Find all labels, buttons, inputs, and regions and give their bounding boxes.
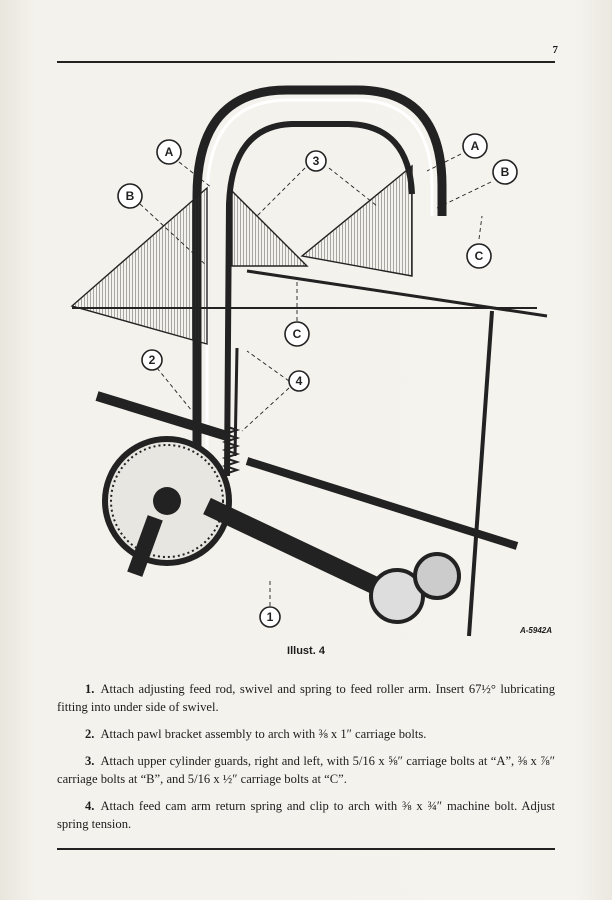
arch-inner [224, 121, 415, 477]
callout-b-right: B [492, 159, 518, 185]
page-number: 7 [552, 44, 559, 56]
callout-label: 3 [313, 154, 320, 168]
illustration-drawing: A B 3 A B C C 2 4 1 [70, 85, 548, 637]
callout-label: A [471, 139, 480, 153]
roller-end [369, 568, 425, 624]
leader-2 [156, 367, 193, 412]
feed-roller-arm [95, 391, 229, 441]
gear-teeth [110, 444, 224, 558]
machine-illustration: A B 3 A B C C 2 4 1 [57, 76, 555, 646]
leader-b-right [436, 181, 492, 209]
callout-label: 2 [149, 353, 156, 367]
roller-shaft [203, 497, 401, 605]
step-number: 2. [85, 727, 95, 741]
bottom-rule [57, 848, 555, 850]
arch-outer [192, 85, 447, 496]
instruction-step: 1.Attach adjusting feed rod, swivel and … [57, 680, 555, 716]
leader-4-a [246, 350, 290, 382]
callout-2: 2 [141, 349, 163, 371]
leader-3-b [328, 167, 378, 207]
leader-c-right [478, 215, 483, 240]
instruction-list: 1.Attach adjusting feed rod, swivel and … [57, 680, 555, 842]
callout-label: C [475, 249, 484, 263]
callout-label: B [501, 165, 510, 179]
step-text: Attach adjusting feed rod, swivel and sp… [57, 682, 555, 714]
callout-b-left: B [117, 183, 143, 209]
step-text: Attach pawl bracket assembly to arch wit… [100, 727, 427, 741]
crank-arm [127, 515, 163, 577]
top-rule [57, 61, 555, 63]
spring [221, 425, 241, 475]
step-text: Attach feed cam arm return spring and cl… [57, 799, 555, 831]
callout-3: 3 [305, 150, 327, 172]
callout-4: 4 [288, 370, 310, 392]
instruction-step: 2. Attach pawl bracket assembly to arch w… [57, 725, 555, 743]
step-number: 1. [85, 682, 95, 696]
step-number: 3. [85, 754, 95, 768]
left-guard [70, 186, 208, 345]
right-guard [300, 164, 413, 277]
feed-rod [233, 347, 239, 457]
arch-highlight [205, 98, 434, 496]
frame-rail-top [246, 269, 548, 318]
leader-4-b [241, 387, 290, 432]
callout-label: B [126, 189, 135, 203]
leader-a-right [426, 153, 462, 172]
callout-label: 4 [296, 374, 303, 388]
callout-a-left: A [156, 139, 182, 165]
step-number: 4. [85, 799, 95, 813]
leader-3-a [256, 167, 306, 217]
gear-hub [153, 487, 181, 515]
callout-a-right: A [462, 133, 488, 159]
instruction-step: 3.Attach upper cylinder guards, right an… [57, 752, 555, 788]
callout-c-center: C [284, 321, 310, 347]
frame-rail-lower [245, 457, 519, 550]
callout-1: 1 [259, 606, 281, 628]
drawing-number: A-5942A [519, 626, 552, 635]
leader-a-left [178, 161, 213, 189]
frame-post [467, 310, 494, 637]
center-guard [231, 189, 309, 267]
leader-b-left [139, 203, 208, 267]
illustration-caption: Illust. 4 [287, 645, 325, 657]
instruction-step: 4.Attach feed cam arm return spring and … [57, 797, 555, 833]
roller-bearing [413, 552, 461, 600]
callout-c-right: C [466, 243, 492, 269]
callout-label: A [165, 145, 174, 159]
callout-label: C [293, 327, 302, 341]
step-text: Attach upper cylinder guards, right and … [57, 754, 555, 786]
callout-label: 1 [267, 610, 274, 624]
